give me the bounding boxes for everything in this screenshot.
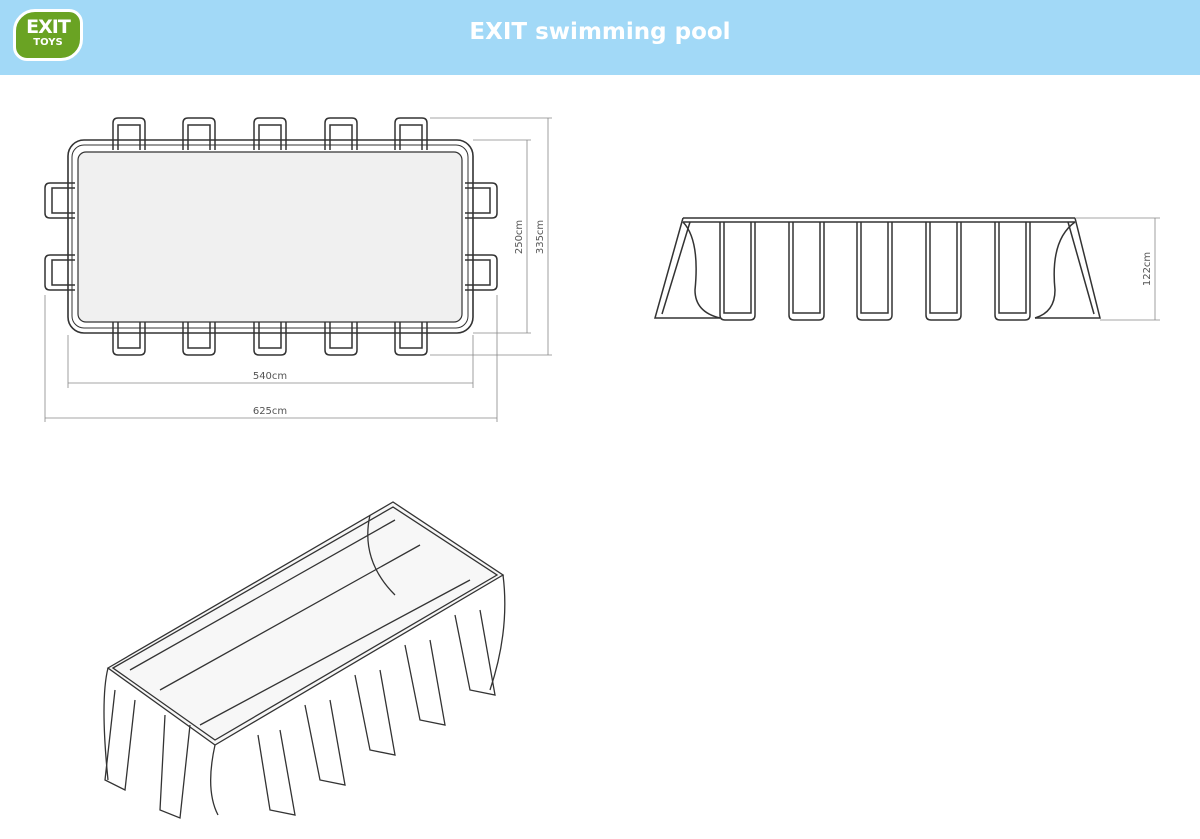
side-legs [719, 222, 1031, 321]
height-label: 122cm [1142, 252, 1153, 286]
top-legs [44, 117, 498, 356]
iso-legs [104, 609, 496, 819]
isometric-view [103, 501, 506, 819]
dimension-lines [44, 117, 552, 422]
header-bar: EXIT TOYS EXIT swimming pool [0, 0, 1200, 75]
side-view: 122cm [654, 217, 1160, 321]
exit-toys-logo: EXIT TOYS [13, 9, 83, 61]
outer-depth-label: 335cm [535, 220, 546, 254]
outer-width-label: 625cm [253, 406, 287, 417]
logo-text-toys: TOYS [33, 37, 63, 48]
page-title: EXIT swimming pool [469, 19, 731, 45]
top-view: 540cm 625cm 250cm 335cm [44, 117, 552, 422]
inner-depth-label: 250cm [514, 220, 525, 254]
logo-text-exit: EXIT [26, 16, 71, 38]
inner-width-label: 540cm [253, 371, 287, 382]
